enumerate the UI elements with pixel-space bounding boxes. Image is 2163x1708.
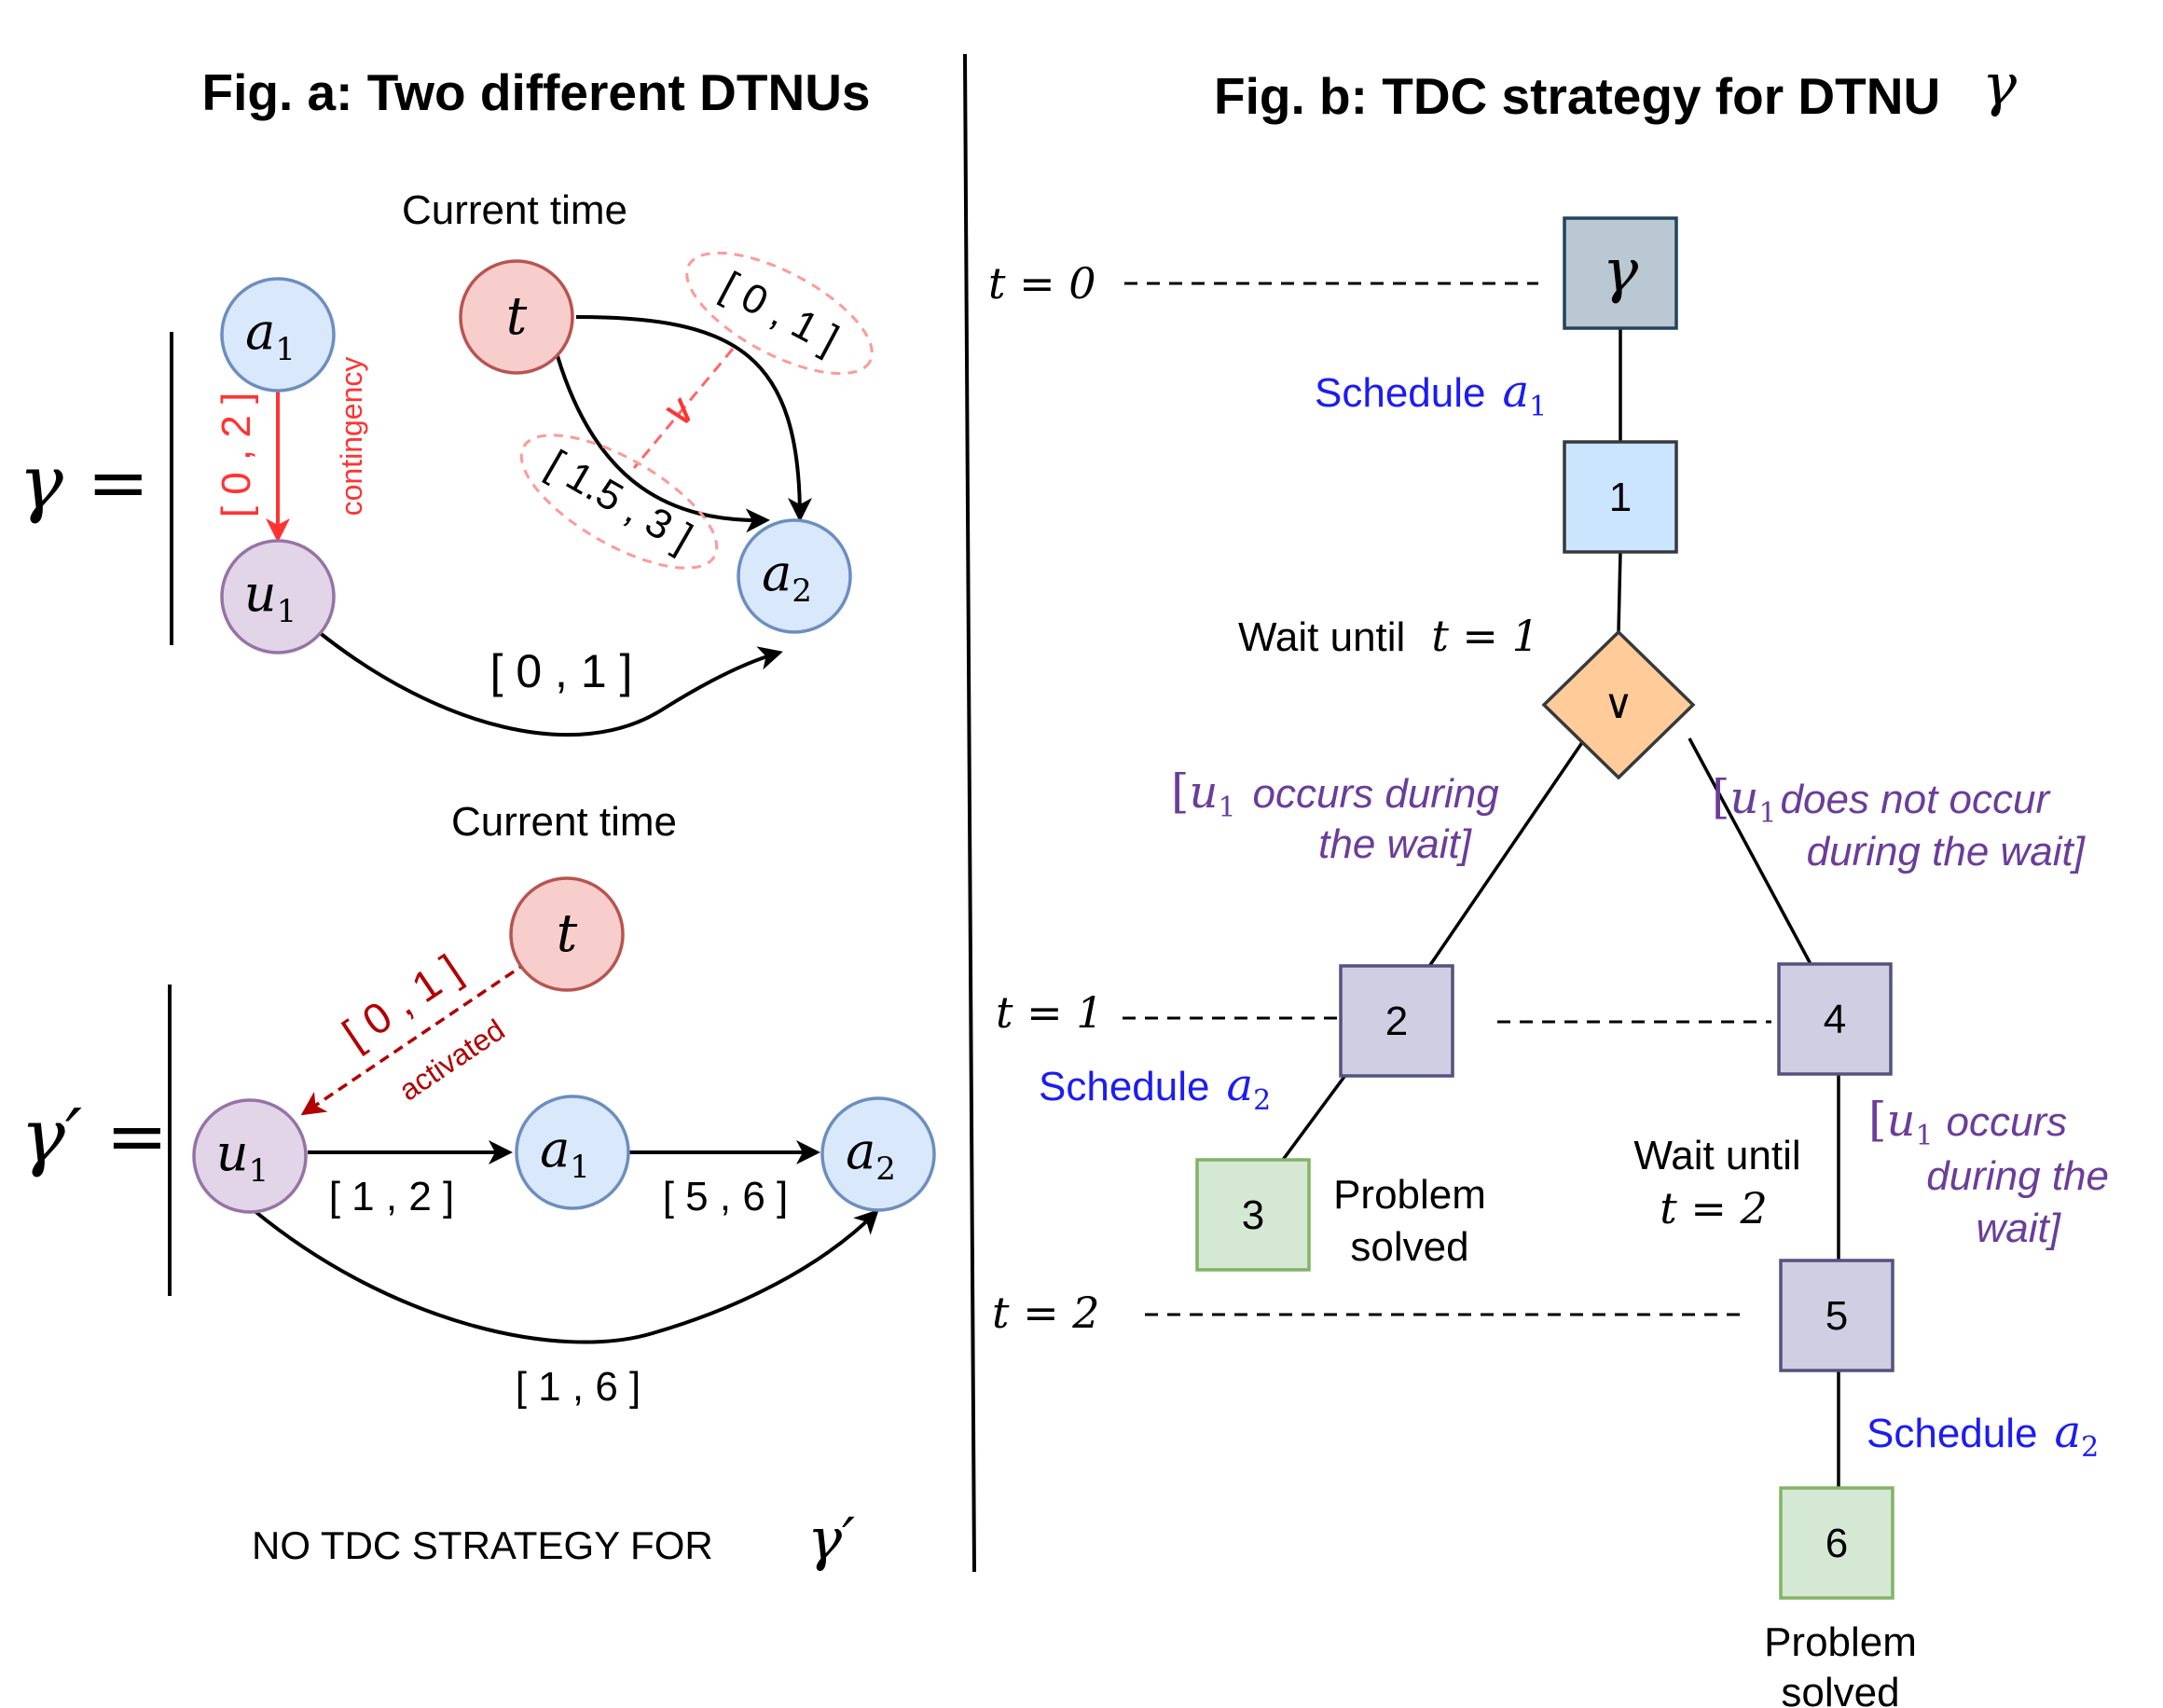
gamma-prime-node-t: t [509,876,625,992]
tree-node-1: 1 [1563,440,1678,554]
gamma-prime-node-a1: a1 [515,1095,630,1210]
svg-text:6: 6 [1825,1521,1848,1566]
edge-t-a2-top [575,315,812,522]
edge-u1-a2-long-label: [ 1 , 6 ] [516,1364,641,1410]
svg-text:a2: a2 [846,1122,896,1188]
svg-text:t: t [557,903,578,964]
no-strategy-text: NO TDC STRATEGY FOR [252,1523,713,1567]
gamma-node-t: t [459,259,574,375]
svg-text:1: 1 [1609,475,1632,520]
svg-text:5: 5 [1825,1293,1848,1339]
no-strategy-symbol: γ′ [807,1505,855,1573]
svg-text:4: 4 [1824,997,1846,1042]
fig-b-title: Fig. b: TDC strategy for DTNU [1214,67,1940,125]
svg-text:2: 2 [1385,999,1408,1044]
problem-solved-right-line1: Problem [1764,1619,1917,1665]
label-ellipse-bottom [519,434,719,570]
gamma-node-a2: a2 [737,518,852,634]
edge-a1-u1-type-label: contingency [335,357,368,517]
svg-text:a2: a2 [762,544,812,610]
panel-divider [963,53,976,1573]
branch-left-label-line2: the wait] [1318,821,1473,867]
tree-node-4: 4 [1777,962,1893,1076]
gamma-node-a1: a1 [220,277,336,393]
time-label-1: t = 1 [996,987,1104,1038]
edge-a1-a2-label: [ 5 , 6 ] [663,1174,789,1219]
tree-node-root: γ [1563,216,1678,330]
problem-solved-left-line1: Problem [1333,1172,1486,1218]
time-label-2: t = 2 [992,1288,1100,1338]
svg-text:u1: u1 [244,564,296,630]
svg-text:a1: a1 [540,1120,590,1186]
tree-edge-1-or [1617,551,1622,633]
gamma-label: γ = [19,439,149,526]
svg-text:t: t [506,286,528,347]
wait-until-2-line1: Wait until [1633,1133,1800,1178]
svg-text:∨: ∨ [1604,682,1633,727]
fig-b-title-symbol: γ [1982,50,2018,118]
edge-t-u1-activated [300,960,529,1116]
edge-t-a2-bottom [556,355,770,533]
tree-edge-2-3 [1281,1072,1348,1162]
svg-text:γ: γ [1603,237,1639,306]
tree-edge-or-2 [1426,737,1587,969]
gamma-current-time: Current time [402,187,627,233]
tree-node-3: 3 [1195,1158,1311,1272]
disjunction-symbol: ∨ [654,384,706,438]
time-label-0: t = 0 [988,258,1096,309]
gamma-prime-node-a2: a2 [820,1096,936,1212]
problem-solved-left-line2: solved [1350,1224,1468,1270]
svg-text:a1: a1 [245,302,296,368]
branch-3-label-line3: wait] [1977,1205,2062,1251]
tree-node-5: 5 [1779,1259,1894,1372]
tree-node-6: 6 [1779,1486,1894,1600]
edge-a1-u1-label: [ 0 , 2 ] [214,393,259,518]
tree-node-2: 2 [1339,964,1454,1078]
tree-edge-or-4 [1688,737,1812,965]
gamma-prime-node-u1: u1 [192,1098,308,1214]
disjunction-link [632,348,735,469]
label-ellipse-top [685,251,874,376]
edge-t-a2-bottom-label: [ 1.5 , 3 ] [539,442,700,561]
gamma-prime-label: γ′ = [21,1093,168,1179]
gamma-node-u1: u1 [220,539,336,654]
fig-a-title: Fig. a: Two different DTNUs [201,63,870,121]
branch-3-label-line2: during the [1926,1153,2109,1199]
branch-right-label-line2: during the wait] [1807,829,2087,875]
svg-text:3: 3 [1242,1192,1264,1238]
edge-u1-a2-label: [ 0 , 1 ] [490,645,633,697]
edge-u1-a2-long [252,1208,879,1344]
gamma-prime-current-time: Current time [451,799,677,845]
tree-node-or: ∨ [1541,629,1696,780]
svg-text:u1: u1 [216,1123,269,1190]
branch-right-label: [u1does not occur [1712,770,2052,830]
problem-solved-right-line2: solved [1781,1670,1899,1708]
edge-t-u1-type-label: activated [393,1012,510,1107]
edge-u1-a2 [317,630,783,737]
wait-until-2-line2: t = 2 [1660,1183,1768,1233]
edge-u1-a1-label: [ 1 , 2 ] [329,1174,455,1219]
